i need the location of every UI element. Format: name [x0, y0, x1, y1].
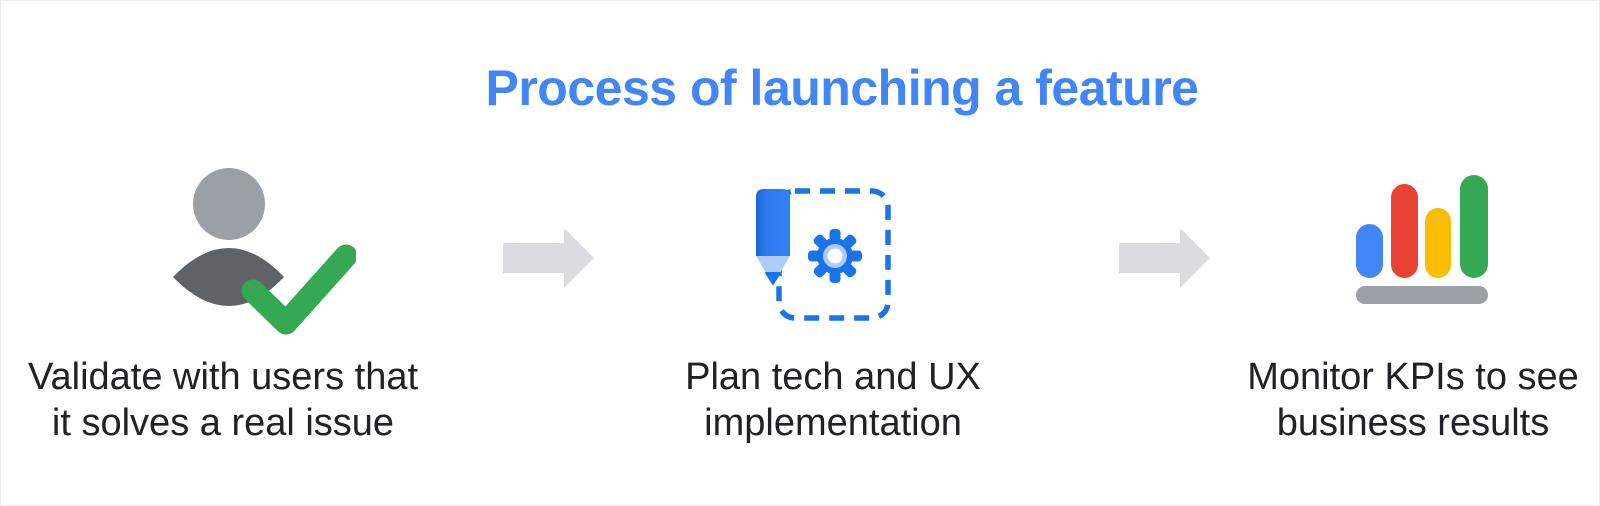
arrow-right-icon [503, 228, 594, 288]
person-head [193, 168, 265, 240]
dashed-box [776, 188, 891, 321]
gear-icon [808, 229, 862, 283]
bar-green [1460, 175, 1488, 278]
page-title: Process of launching a feature [485, 60, 1199, 116]
caption-line: Monitor KPIs to see [1247, 356, 1579, 398]
bar-chart-base [1356, 286, 1488, 304]
bar-chart-icon [1356, 175, 1488, 304]
user-check-icon [173, 168, 356, 335]
caption-line: Plan tech and UX [685, 356, 981, 398]
pencil-gear-icon [756, 188, 891, 321]
caption-line: implementation [704, 402, 962, 444]
caption-monitor: Monitor KPIs to see business results [1153, 354, 1599, 446]
caption-validate: Validate with users that it solves a rea… [1, 354, 483, 446]
checkmark-icon [241, 244, 356, 335]
caption-line: business results [1276, 402, 1550, 444]
bar-blue [1356, 224, 1383, 278]
caption-line: it solves a real issue [51, 402, 395, 444]
bar-red [1391, 184, 1418, 278]
arrow-right-icon [1119, 228, 1210, 288]
pencil-icon [756, 189, 790, 285]
caption-line: Validate with users that [27, 356, 419, 398]
caption-plan: Plan tech and UX implementation [573, 354, 1093, 446]
bar-yellow [1425, 208, 1451, 278]
